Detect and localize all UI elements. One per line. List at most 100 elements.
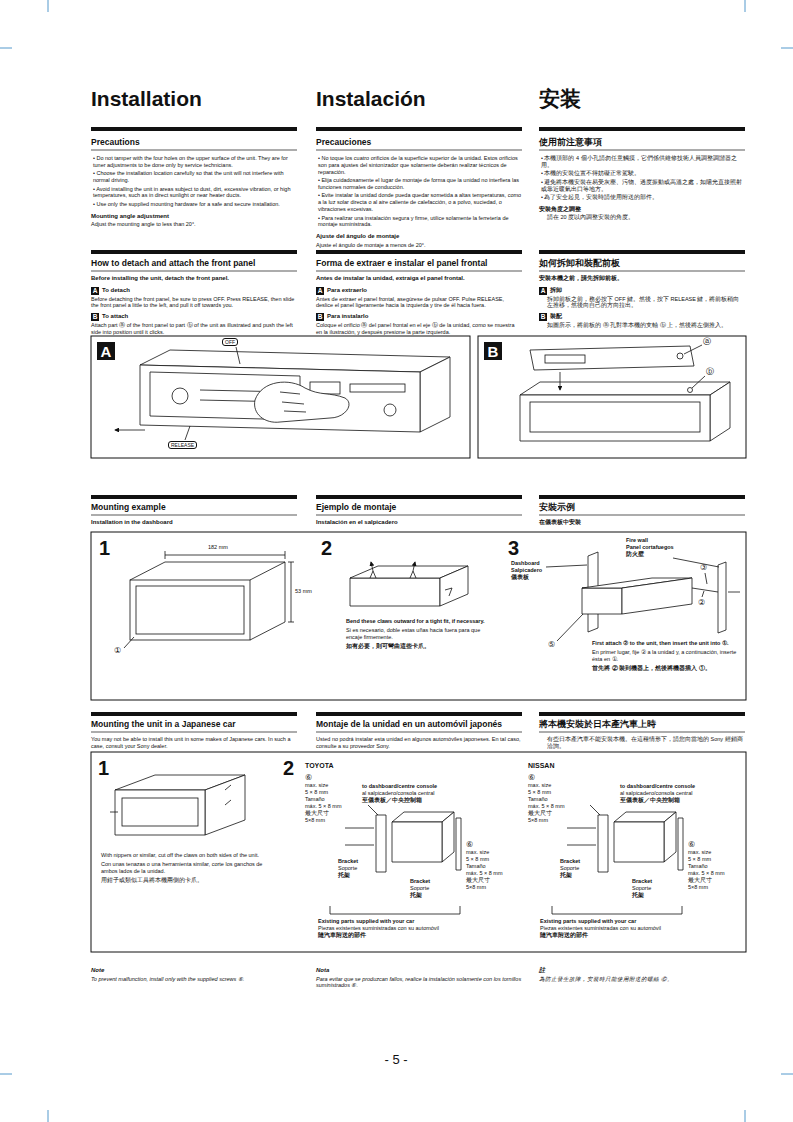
callout-number: ① <box>114 646 121 655</box>
figure-label: Si es necesario, doble estas uñas hacia … <box>346 627 486 641</box>
figure-label: máx. 5 × 8 mm <box>688 870 725 877</box>
figure-label: al salpicadero/consola central <box>362 790 434 797</box>
figure-marker: B <box>484 342 502 360</box>
figure-label: 最大尺寸 <box>528 810 552 817</box>
callout-number: ③ <box>700 563 707 572</box>
figure-label: Con unas tenazas o una herramienta simil… <box>101 861 271 875</box>
section-heading: 如何拆卸和裝配前板 <box>539 258 745 269</box>
figure-label: 5 × 8 mm <box>528 789 551 796</box>
attach-figure <box>520 345 730 441</box>
car-make: TOYOTA <box>305 762 334 771</box>
figure-label: En primer lugar, fije ② a la unidad y, a… <box>592 649 742 663</box>
section-bars <box>91 127 745 716</box>
step-marker: A <box>316 287 324 295</box>
callout-number: ② <box>698 598 705 607</box>
figure-label: Salpicadero <box>511 567 542 574</box>
figure-label: 5×8 mm <box>528 817 548 824</box>
step-marker: B <box>91 313 99 321</box>
figure-label: Bracket <box>410 878 430 885</box>
figure-label: Dashboard <box>511 560 540 567</box>
figure-label: max. size <box>305 782 328 789</box>
page-number: - 5 - <box>376 1052 416 1068</box>
body-text: • Do not tamper with the four holes on t… <box>93 155 297 169</box>
figure-letter: B <box>488 344 499 359</box>
section-heading: 將本機安裝於日本產汽車上時 <box>539 719 745 730</box>
figure-label: 5 × 8 mm <box>688 856 711 863</box>
figure-label: Panel cortafuegos <box>626 544 674 551</box>
figure-marker: A <box>97 342 115 360</box>
figure-label: Tamaño <box>305 796 325 803</box>
callout-number: ⑥ <box>305 773 312 782</box>
figure-label: 托架 <box>560 872 572 879</box>
body-text: • Choose the installation location caref… <box>93 170 297 184</box>
subheading: 安裝角度之調整 <box>539 206 745 214</box>
step-number: 1 <box>98 758 109 778</box>
section-heading: Ejemplo de montaje <box>316 502 522 513</box>
section-heading: Precautions <box>91 137 297 148</box>
step-number: 2 <box>321 538 332 558</box>
figure-frames <box>91 336 746 952</box>
figure-label: max. size <box>528 782 551 789</box>
figure-label: First attach ② to the unit, then insert … <box>592 640 742 647</box>
subheading: 裝配 <box>550 313 745 321</box>
figure-label: 隨汽車附送的部件 <box>318 932 366 939</box>
callout-number: ⑥ <box>688 840 695 849</box>
body-text: 如圖所示，將前板的 ⓐ 孔對準本機的支軸 ⓑ 上，然後將左側推入。 <box>547 322 745 329</box>
step-number: 3 <box>508 538 519 558</box>
subheading: Antes de instalar la unidad, extraiga el… <box>316 275 522 283</box>
figure-label: 隨汽車附送的部件 <box>540 932 588 939</box>
body-text: 請在 20 度以內調整安裝的角度。 <box>547 214 745 221</box>
body-text: Adjust the mounting angle to less than 2… <box>91 221 297 228</box>
body-text: • Avoid installing the unit in areas sub… <box>93 186 297 200</box>
section-heading: Precauciones <box>316 137 522 148</box>
figure-label: 托架 <box>338 872 350 879</box>
figure-label: Existing parts supplied with your car <box>540 918 636 925</box>
body-text: • 避免將本機安裝在易受灰塵、污物、過度振動或高溫之處，如陽光直接照射或靠近暖氣… <box>541 179 745 193</box>
heading: Installation <box>91 88 297 110</box>
heading-rules <box>91 150 745 732</box>
body-text: • Para realizar una instalación segura y… <box>318 215 522 229</box>
body-text: Ajuste el ángulo de montaje a menos de 2… <box>316 242 522 249</box>
body-text: • Use only the supplied mounting hardwar… <box>93 201 297 208</box>
figure-label: máx. 5 × 8 mm <box>528 803 565 810</box>
subheading: Installation in the dashboard <box>91 519 297 527</box>
figure-label: Soporte <box>560 865 579 872</box>
figure-label: 首先將 ② 裝到機器上，然後將機器插入 ①。 <box>592 665 742 672</box>
figure-label: 5 × 8 mm <box>466 856 489 863</box>
figure-label: 5×8 mm <box>305 817 325 824</box>
figure-label: 最大尺寸 <box>466 877 490 884</box>
subheading: 在儀表板中安裝 <box>539 519 745 527</box>
figure-label: 托架 <box>632 892 644 899</box>
figure-label: Bracket <box>560 858 580 865</box>
mounting-figure <box>124 551 740 648</box>
figure-letter: A <box>101 344 112 359</box>
figure-label: max. size <box>466 849 489 856</box>
body-text: • 為了安全起見，安裝時請使用附送的部件。 <box>541 194 745 201</box>
subheading: To attach <box>102 313 297 321</box>
figure-label: 5 × 8 mm <box>305 789 328 796</box>
body-text: • Elija cuidadosamente el lugar de monta… <box>318 177 522 191</box>
figure-label: Tamaño <box>528 796 548 803</box>
figure-label: Bracket <box>632 878 652 885</box>
button-label: OFF <box>222 338 238 346</box>
body-text: • No toque los cuatro orificios de la su… <box>318 155 522 176</box>
button-label: RELEASE <box>168 441 197 449</box>
figure-label: 至儀表板／中央控制箱 <box>620 797 680 804</box>
body-text: 有些日本產汽車不能安裝本機。在這種情形下，請您向當地的 Sony 經銷商洽詢。 <box>547 736 745 750</box>
figure-label: 用鉗子或類似工具將本機兩側的卡爪。 <box>101 877 271 884</box>
body-text: Attach part ⓐ of the front panel to part… <box>91 322 297 336</box>
detach-figure <box>115 347 450 440</box>
figure-label: to dashboard/centre console <box>620 783 695 790</box>
section-heading: 安裝示例 <box>539 502 745 513</box>
figure-label: 如有必要，則可彎曲這些卡爪。 <box>346 643 486 650</box>
figure-label: 托架 <box>410 892 422 899</box>
subheading: Ajuste del ángulo de montaje <box>316 233 522 241</box>
figure-label: Bend these claws outward for a tight fit… <box>346 618 486 625</box>
figure-label: 5×8 mm <box>466 884 486 891</box>
subheading: Para extraerlo <box>327 287 522 295</box>
callout-number: ⑥ <box>466 840 473 849</box>
figure-label: 防火壁 <box>626 551 644 558</box>
heading: Instalación <box>316 88 536 110</box>
